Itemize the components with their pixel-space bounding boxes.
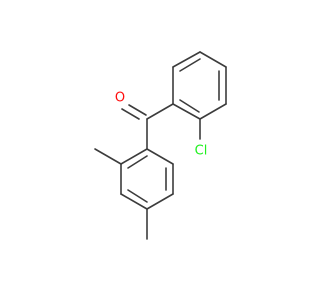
- carbonyl-double-bond: [121, 104, 147, 120]
- chlorine-atom-label: Cl: [195, 144, 208, 159]
- molecule-diagram: O Cl: [94, 51, 227, 240]
- oxygen-atom-label: O: [115, 91, 125, 106]
- dimethylphenyl-ring: [120, 148, 174, 210]
- bond-carbonyl-chlorophenyl: [146, 103, 174, 120]
- chlorophenyl-ring: [172, 51, 227, 120]
- bond-ortho-methyl: [94, 148, 122, 165]
